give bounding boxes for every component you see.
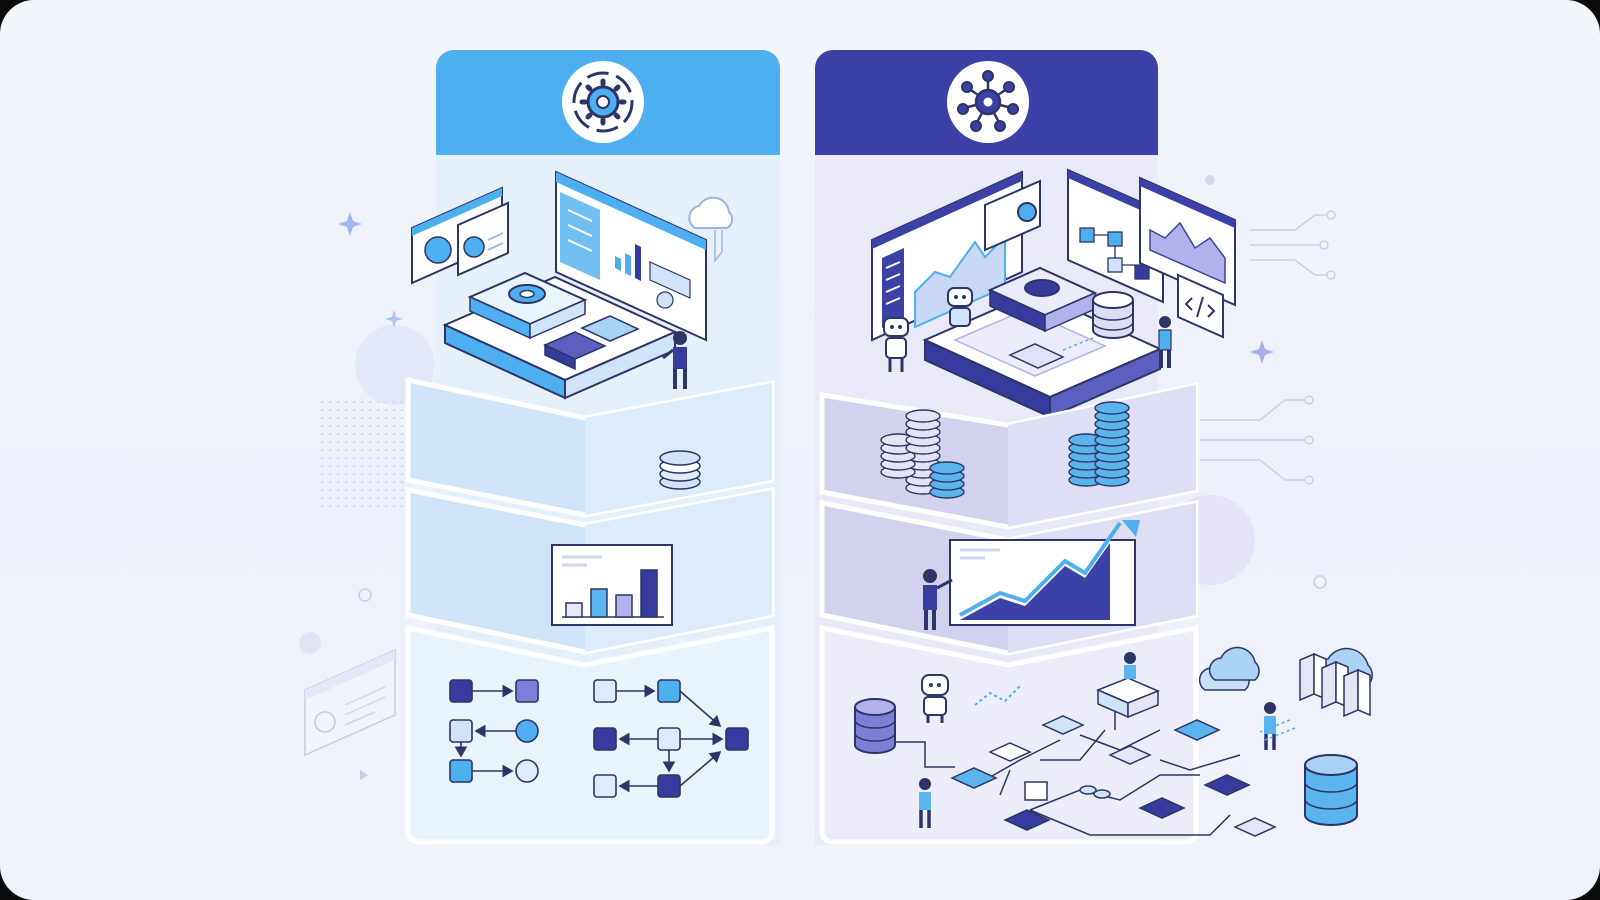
code-window-icon — [1177, 273, 1224, 339]
mini-bar-chart-icon — [615, 244, 641, 281]
network-node — [950, 767, 998, 789]
line-chart-icon — [914, 234, 1006, 329]
sparkle-icon — [1250, 340, 1274, 364]
flow-node — [515, 679, 539, 703]
network-node — [1108, 745, 1152, 765]
flow-node — [593, 679, 617, 703]
coin-stack-icon — [659, 450, 701, 490]
network-gear-icon — [947, 61, 1029, 143]
flow-node — [449, 679, 473, 703]
gear-icon — [508, 284, 546, 304]
flow-node — [725, 727, 749, 751]
flowchart-icon — [449, 679, 749, 798]
left-workflow-band — [405, 624, 775, 845]
connected-network — [854, 646, 1373, 837]
flow-node — [449, 719, 473, 743]
bar-chart-bar — [640, 569, 658, 618]
network-node — [1041, 715, 1085, 735]
flow-node — [657, 679, 681, 703]
flow-node — [657, 774, 681, 798]
bar-chart-bar — [565, 602, 583, 618]
network-node — [1003, 809, 1051, 831]
isometric-workstation — [411, 170, 734, 400]
person-icon — [662, 331, 687, 389]
network-node — [1203, 774, 1251, 796]
database-icon — [1304, 754, 1358, 826]
bar-chart-bar — [615, 594, 633, 618]
robot-icon — [947, 287, 973, 327]
cloud-icon — [688, 196, 734, 263]
flow-node — [657, 727, 681, 751]
sparkle-icon — [385, 310, 403, 328]
flow-node — [515, 719, 539, 743]
flow-node — [515, 759, 539, 783]
network-node — [988, 742, 1032, 762]
person-icon — [1264, 702, 1276, 750]
right-column — [815, 50, 1373, 845]
monitor-icon — [1024, 781, 1048, 801]
gear-icon — [1017, 202, 1037, 222]
bar-chart-bar — [590, 588, 608, 618]
presenter-icon — [923, 569, 953, 630]
database-icon — [854, 698, 896, 754]
bar-chart-icon — [551, 544, 673, 626]
rising-chart-icon — [949, 520, 1140, 626]
faded-window-icon — [304, 648, 396, 757]
person-icon — [919, 778, 931, 828]
robot-icon — [883, 317, 909, 372]
database-stack-icon — [880, 401, 1130, 499]
gear-with-cycle-arrows-icon — [562, 61, 644, 143]
flow-node — [593, 727, 617, 751]
ai-workstation — [871, 168, 1236, 419]
flow-node — [449, 759, 473, 783]
sparkle-icon — [338, 212, 362, 236]
robot-icon — [921, 674, 949, 723]
person-icon — [1124, 652, 1136, 679]
server-icon — [1299, 652, 1371, 718]
flow-node — [593, 774, 617, 798]
left-column — [405, 50, 780, 845]
network-node — [1233, 817, 1277, 837]
network-node — [1138, 797, 1186, 819]
cloud-icon — [1198, 646, 1260, 691]
person-icon — [1158, 316, 1172, 368]
right-network-band — [819, 624, 1199, 845]
gear-icon — [1024, 279, 1060, 297]
database-icon — [1092, 291, 1134, 339]
network-node — [1173, 719, 1221, 741]
